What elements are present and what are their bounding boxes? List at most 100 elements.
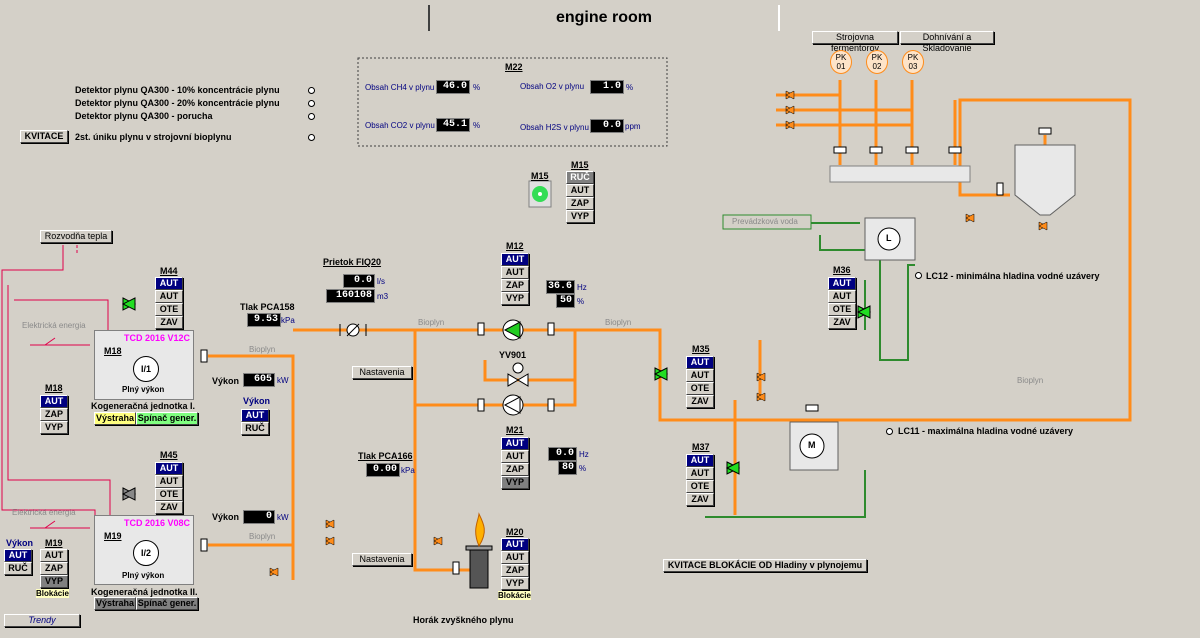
water-pipes: [705, 222, 915, 518]
pk-03[interactable]: PK 03: [902, 50, 924, 74]
bioplyn-label-2: Bioplyn: [249, 532, 276, 541]
m18-title: M18: [45, 383, 63, 393]
m12-zap-button[interactable]: ZAP: [501, 279, 529, 292]
strojovna-button[interactable]: Strojovna fermentorov: [812, 31, 898, 53]
fiq20-label: Prietok FIQ20: [323, 257, 382, 267]
o2-label: Obsah O2 v plynu: [520, 82, 585, 91]
tank: [1014, 144, 1076, 216]
m44-ote-button[interactable]: OTE: [155, 303, 183, 316]
motor-l-label: L: [886, 233, 892, 243]
bioplyn-label-3: Bioplyn: [418, 318, 445, 327]
m35-aut-button[interactable]: AUT: [686, 369, 714, 382]
vykon-mid-ruc-button[interactable]: RUČ: [241, 422, 269, 435]
m21-hz-value: 0.0: [548, 447, 577, 461]
m37-ote-button[interactable]: OTE: [686, 480, 714, 493]
ch4-unit: %: [473, 83, 481, 92]
kog1-model: TCD 2016 V12C: [124, 333, 191, 343]
rozvodna-button[interactable]: Rozvodňa tepla: [40, 230, 112, 243]
m21-aut-button[interactable]: AUT: [501, 450, 529, 463]
m21-title: M21: [506, 425, 524, 435]
m20-zap-button[interactable]: ZAP: [501, 564, 529, 577]
m19-zap-button[interactable]: ZAP: [40, 562, 68, 575]
vykon2-value: 0: [243, 510, 275, 524]
bioplyn-label-1: Bioplyn: [249, 345, 276, 354]
m35-zav-button[interactable]: ZAV: [686, 395, 714, 408]
m18-zap-button[interactable]: ZAP: [40, 408, 68, 421]
m21-zap-button[interactable]: ZAP: [501, 463, 529, 476]
m20-title: M20: [506, 527, 524, 537]
m37-aut-indicator: AUT: [686, 454, 714, 467]
bioplyn-label-5: Bioplyn: [1017, 376, 1044, 385]
m12-aut-button[interactable]: AUT: [501, 266, 529, 279]
m35-title: M35: [692, 344, 710, 354]
m21-hz-unit: Hz: [579, 450, 589, 459]
nastavenia-button-1[interactable]: Nastavenia: [352, 366, 412, 379]
m45-ote-button[interactable]: OTE: [155, 488, 183, 501]
m36-zav-button[interactable]: ZAV: [828, 316, 856, 329]
trendy-button[interactable]: Trendy: [4, 614, 80, 627]
power-lines: [30, 344, 90, 529]
m19-aut-button[interactable]: AUT: [40, 549, 68, 562]
nastavenia-button-2[interactable]: Nastavenia: [352, 553, 412, 566]
m19-vyp-button[interactable]: VYP: [40, 575, 68, 588]
m15-aut-button[interactable]: AUT: [566, 184, 594, 197]
m19-title: M19: [45, 538, 63, 548]
kvitace-button[interactable]: KVITACE: [20, 130, 68, 143]
fan-drawing: [528, 180, 552, 208]
vykon-left-aut-indicator: AUT: [4, 549, 32, 562]
m45-zav-button[interactable]: ZAV: [155, 501, 183, 514]
m18-vyp-button[interactable]: VYP: [40, 421, 68, 434]
m44-title: M44: [160, 266, 178, 276]
m20-blokacie: Blokácie: [498, 591, 531, 600]
o2-unit: %: [626, 83, 634, 92]
top-flanges: [805, 127, 1052, 412]
alarm-indicator-1: [308, 87, 315, 94]
alarm-indicator-3: [308, 113, 315, 120]
m12-vyp-button[interactable]: VYP: [501, 292, 529, 305]
m44-zav-button[interactable]: ZAV: [155, 316, 183, 329]
o2-value: 1.0: [590, 80, 624, 94]
dohnivani-button[interactable]: Dohnívání a Skladovanie: [900, 31, 994, 53]
yv901-label: YV901: [499, 350, 527, 360]
m36-aut-button[interactable]: AUT: [828, 290, 856, 303]
vykon1-unit: kW: [277, 376, 289, 385]
ch4-value: 46.0: [436, 80, 470, 94]
m18-aut-indicator: AUT: [40, 395, 68, 408]
m45-aut-indicator: AUT: [155, 462, 183, 475]
kog2-generator: I/2: [133, 540, 159, 566]
m15-zap-button[interactable]: ZAP: [566, 197, 594, 210]
kvitace-blokacie-button[interactable]: KVITACE BLOKÁCIE OD Hladiny v plynojemu: [663, 559, 867, 572]
pk-01[interactable]: PK 01: [830, 50, 852, 74]
m12-hz-unit: Hz: [577, 283, 587, 292]
m37-zav-button[interactable]: ZAV: [686, 493, 714, 506]
elektricka-2-label: Elektrická energia: [12, 508, 76, 517]
m45-aut-button[interactable]: AUT: [155, 475, 183, 488]
vykon-left-ruc-button[interactable]: RUČ: [4, 562, 32, 575]
prevadzkova-box: [722, 214, 812, 230]
m21-pct-value: 80: [558, 461, 577, 475]
m20-aut-button[interactable]: AUT: [501, 551, 529, 564]
m36-aut-indicator: AUT: [828, 277, 856, 290]
kog2-model: TCD 2016 V08C: [124, 518, 191, 528]
fiq20-flow-value: 0.0: [343, 274, 375, 288]
lc11-label: LC11 - maximálna hladina vodné uzávery: [898, 426, 1074, 436]
m36-ote-button[interactable]: OTE: [828, 303, 856, 316]
m21-vyp-button[interactable]: VYP: [501, 476, 529, 489]
m20-vyp-button[interactable]: VYP: [501, 577, 529, 590]
m44-aut-button[interactable]: AUT: [155, 290, 183, 303]
kog2-switch: Spínač gener.: [136, 597, 198, 610]
title-bar: engine room: [428, 5, 780, 31]
vykon2-label: Výkon: [212, 512, 240, 522]
pca166-label: Tlak PCA166: [358, 451, 413, 461]
alarm-gas-10: Detektor plynu QA300 - 10% koncentrácie …: [75, 85, 280, 95]
m37-aut-button[interactable]: AUT: [686, 467, 714, 480]
kog2-name: Kogeneračná jednotka II.: [91, 587, 198, 597]
m35-ote-button[interactable]: OTE: [686, 382, 714, 395]
h2s-unit: ppm: [625, 122, 641, 131]
m35-aut-indicator: AUT: [686, 356, 714, 369]
m15-vyp-button[interactable]: VYP: [566, 210, 594, 223]
alarm-leak: 2st. úniku plynu v strojovní bioplynu: [75, 132, 232, 142]
pk-02[interactable]: PK 02: [866, 50, 888, 74]
orange-valves: [269, 90, 1048, 577]
heat-lines: [1, 245, 111, 520]
